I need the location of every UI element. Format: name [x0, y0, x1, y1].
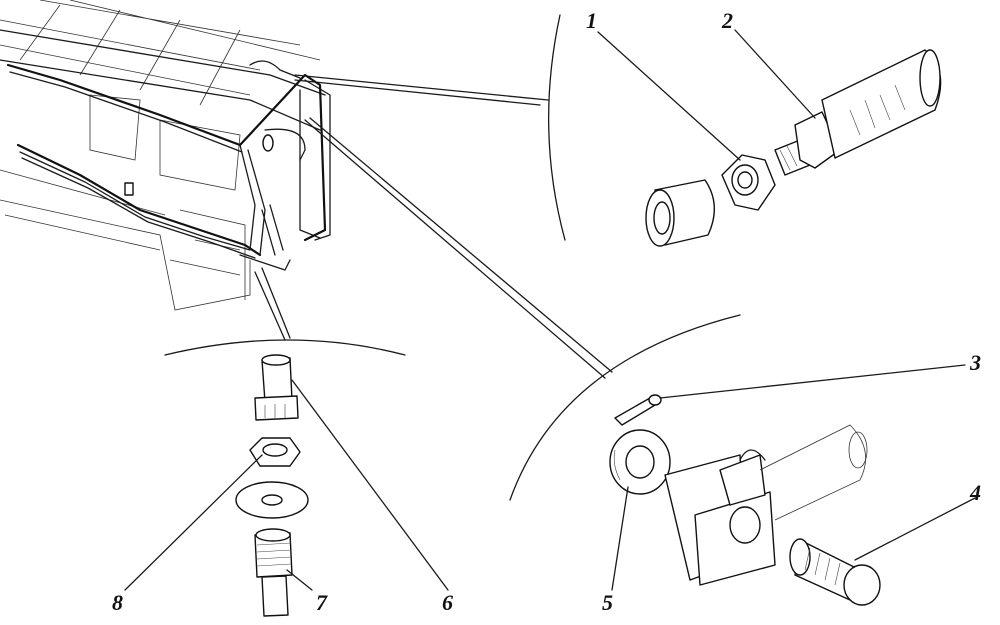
hex-nut-8	[249, 437, 301, 467]
union-7	[254, 528, 293, 617]
washer	[235, 481, 309, 519]
callout-6: 6	[442, 590, 453, 615]
callout-5: 5	[602, 590, 613, 615]
fitting-6	[254, 354, 299, 421]
clevis-bracket	[664, 449, 776, 586]
detail-leaders	[254, 74, 613, 379]
detail-boundaries	[164, 14, 741, 501]
callout-2: 2	[721, 8, 733, 33]
callout-7: 7	[316, 590, 328, 615]
threaded-fitting-2	[774, 49, 942, 176]
callout-3: 3	[969, 350, 981, 375]
brake-lines	[6, 60, 327, 271]
callout-labels: 1 2 3 4 5 6 7 8	[112, 8, 981, 615]
cotter-pin-3	[614, 394, 662, 426]
callout-1: 1	[586, 8, 597, 33]
clevis-pin-ghost	[759, 424, 868, 521]
callout-4: 4	[969, 480, 981, 505]
clevis-pin-4	[789, 538, 881, 606]
vehicle-frame	[0, 0, 331, 311]
callout-8: 8	[112, 590, 123, 615]
washer-5	[609, 429, 671, 495]
sleeve	[645, 179, 715, 247]
callout-leaders	[124, 29, 976, 591]
hex-nut-1	[721, 154, 776, 211]
